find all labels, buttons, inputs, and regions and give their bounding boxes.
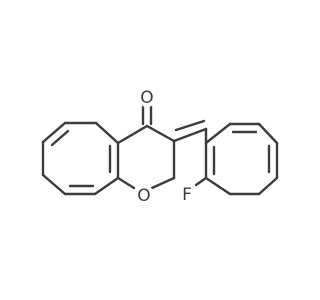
label-background [177,184,197,204]
c-f-bond [194,176,208,187]
benzo-ring [41,121,120,196]
bond [116,176,136,190]
bond [93,176,120,196]
bond [257,176,279,196]
molecule-drawing: O O F [41,87,279,206]
carbonyl-oxygen-label: O [140,88,153,108]
fluorophenyl-ring [194,122,279,196]
bond [94,121,120,145]
bond [41,121,67,144]
atom-labels: O O F [134,87,197,206]
bond [172,127,208,143]
bond [41,173,67,196]
bond [257,122,279,145]
bond [150,176,176,190]
structure-canvas: O O F [41,87,279,206]
benzylidene-link [172,119,208,145]
bond [145,124,176,143]
fluorine-label: F [182,185,192,205]
bond [204,176,232,196]
pyranone-ring [116,104,176,190]
label-background [134,185,154,205]
double-bond-inner [50,129,70,147]
ring-oxygen-label: O [137,186,150,206]
label-background [137,87,157,107]
bond [204,122,232,145]
double-bond-inner [174,119,206,132]
bond [116,124,149,145]
